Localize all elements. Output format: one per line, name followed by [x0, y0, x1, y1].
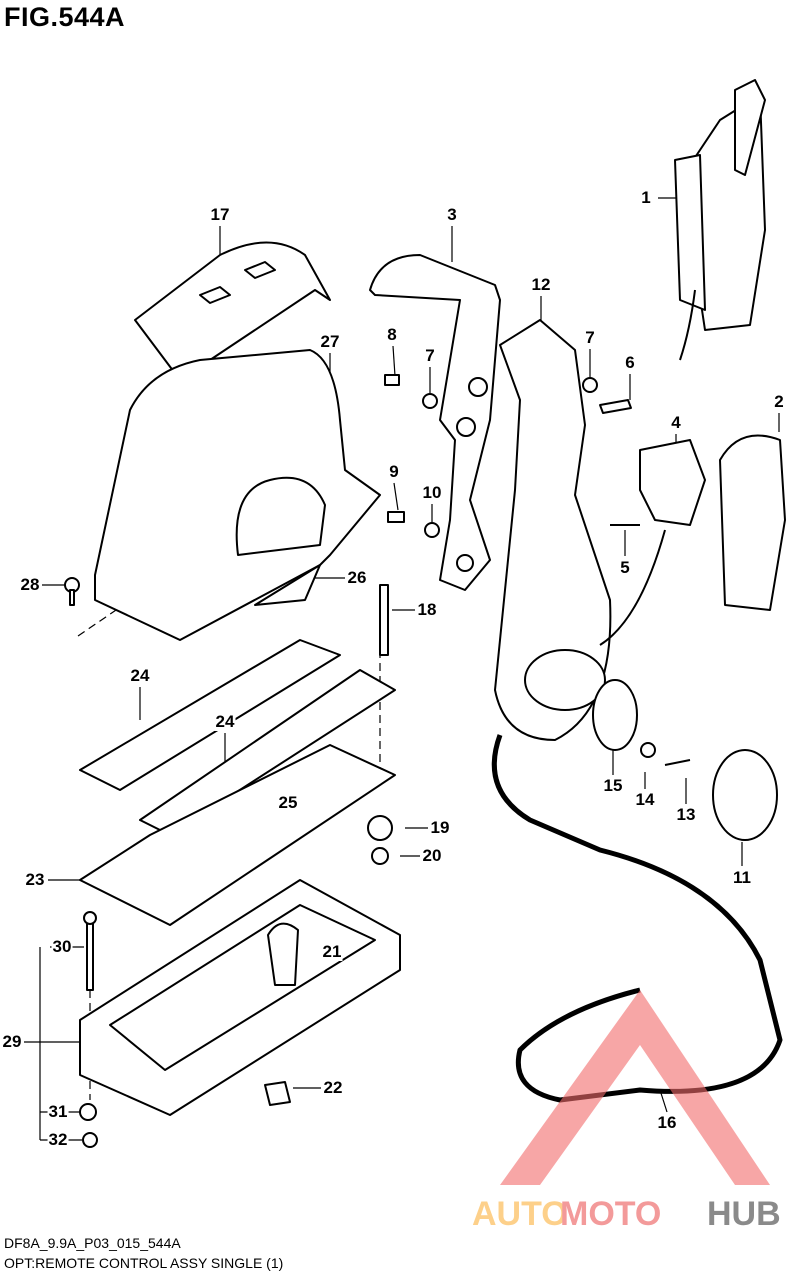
callout-7: 7 [584, 328, 596, 347]
callout-30: 30 [51, 937, 73, 956]
callout-5: 5 [619, 558, 631, 577]
callout-16: 16 [656, 1113, 678, 1132]
callout-15: 15 [602, 776, 624, 795]
svg-text:HUB: HUB [707, 1195, 781, 1233]
figure-title: FIG.544A [4, 2, 126, 32]
callout-22: 22 [322, 1078, 344, 1097]
part-gasket-23 [79, 744, 396, 926]
part-switch-4 [639, 439, 706, 526]
leader-lines [24, 197, 780, 1141]
svg-text:AUTO: AUTO [472, 1195, 568, 1233]
callout-4: 4 [670, 413, 682, 432]
part-housing-27 [94, 349, 381, 641]
callout-7: 7 [424, 346, 436, 365]
callout-13: 13 [675, 805, 697, 824]
callout-29: 29 [1, 1032, 23, 1051]
part-cover-17 [134, 241, 331, 381]
part-plate-15 [592, 679, 638, 751]
callout-12: 12 [530, 275, 552, 294]
callout-24: 24 [214, 712, 236, 731]
part-bracket-24a [79, 639, 341, 791]
callout-6: 6 [624, 353, 636, 372]
callout-28: 28 [19, 575, 41, 594]
callout-31: 31 [47, 1102, 69, 1121]
callout-25: 25 [277, 793, 299, 812]
callout-27: 27 [319, 332, 341, 351]
part-base-29 [79, 879, 401, 1116]
callout-1: 1 [640, 188, 652, 207]
callout-2: 2 [773, 392, 785, 411]
callout-9: 9 [388, 462, 400, 481]
watermark-triangle [500, 990, 770, 1185]
part-remote-control [674, 79, 766, 361]
callout-19: 19 [429, 818, 451, 837]
callout-21: 21 [321, 942, 343, 961]
callout-8: 8 [386, 325, 398, 344]
part-arm-12 [494, 319, 612, 741]
callout-14: 14 [634, 790, 656, 809]
drawing-code: DF8A_9.9A_P03_015_544A [4, 1235, 181, 1251]
figure-caption: OPT:REMOTE CONTROL ASSY SINGLE (1) [4, 1255, 284, 1271]
small-hardware [64, 374, 691, 1148]
part-harness-16 [491, 734, 783, 1103]
callout-32: 32 [47, 1130, 69, 1149]
part-lever-3 [369, 254, 501, 591]
callout-18: 18 [416, 600, 438, 619]
callout-3: 3 [446, 205, 458, 224]
callout-10: 10 [421, 483, 443, 502]
part-21 [267, 922, 299, 986]
part-grip-2 [719, 434, 786, 611]
callout-24: 24 [129, 666, 151, 685]
callout-17: 17 [209, 205, 231, 224]
part-cap-11 [712, 749, 778, 841]
svg-text:MOTO: MOTO [560, 1195, 661, 1233]
callout-11: 11 [732, 868, 752, 887]
callout-20: 20 [421, 846, 443, 865]
callout-23: 23 [24, 870, 46, 889]
callout-26: 26 [346, 568, 368, 587]
